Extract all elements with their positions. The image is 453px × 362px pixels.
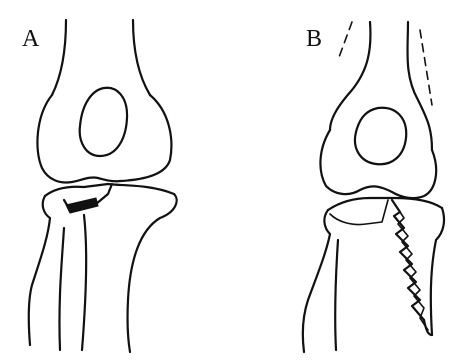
tibia-right-edge-a	[128, 194, 177, 352]
femoral-condyles-a	[37, 95, 171, 182]
patella-b	[355, 108, 406, 164]
tibia-inner-right-a	[82, 215, 86, 350]
tibia-left-edge-b	[303, 210, 330, 352]
patella-a	[80, 88, 127, 156]
tibia-left-edge-a	[29, 196, 50, 345]
fracture-fragment-a	[66, 198, 98, 213]
femur-dashed-left-b	[338, 22, 352, 60]
femur-shaft-a-right	[133, 20, 150, 95]
panel-label-b: B	[306, 26, 322, 52]
femur-shaft-a	[52, 20, 66, 95]
femur-dashed-right-b	[420, 30, 432, 105]
tibia-inner-left-b	[335, 240, 338, 350]
tibia-inner-left-a	[59, 228, 64, 350]
panel-label-a: A	[22, 26, 40, 52]
panel-b: B	[303, 22, 444, 352]
tibia-right-edge-b	[431, 208, 444, 335]
panel-a: A	[22, 20, 177, 352]
